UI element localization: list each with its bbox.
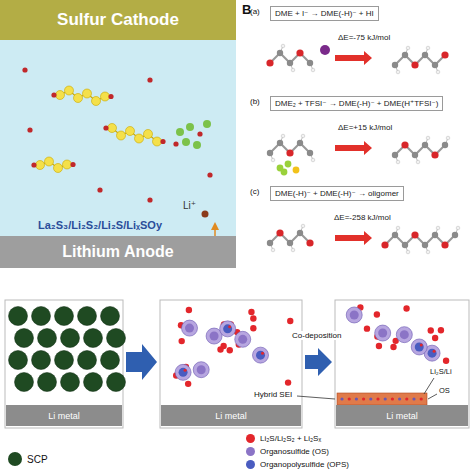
annotation: Li⁺ <box>183 200 196 212</box>
reaction-box: DME(-H)⁻ + DME(-H)⁻ → oligomer <box>270 186 404 201</box>
legend-row: SCP <box>8 452 48 466</box>
legend-row: Organosulfide (OS) <box>246 447 329 456</box>
band-label: Sulfur Cathode <box>57 10 179 30</box>
molecule-group <box>266 44 459 254</box>
band-label: Li metal <box>48 411 80 421</box>
panel-letter: B <box>242 3 251 18</box>
annotation: OS <box>439 387 450 396</box>
hybrid-sei-layer <box>337 393 427 405</box>
panel-frame <box>335 300 469 428</box>
energy-label: (c) <box>250 187 259 196</box>
leader-line <box>428 394 437 399</box>
electrolyte <box>0 0 236 268</box>
particle-group <box>9 67 450 400</box>
reaction-equation: DME + I⁻ → DME(-H)⁻ + HI <box>275 9 374 18</box>
annotation: Li₂S/Li <box>430 368 452 377</box>
anode-band: Lithium Anode <box>0 236 236 268</box>
reaction-box: DME₂ + TFSI⁻ → DME(-H)⁻ + DME(H⁺TFSI⁻) <box>270 96 443 111</box>
legend-swatch <box>246 460 255 469</box>
energy-label: (a) <box>250 7 260 16</box>
annotation: La₂S₃/Li₂S₂/Li₂S/LiₓSOy <box>38 219 162 232</box>
annotation: Hybrid SEI <box>252 390 294 399</box>
reaction-box: DME + I⁻ → DME(-H)⁻ + HI <box>270 6 379 21</box>
energy-label: ΔE=-258 kJ/mol <box>334 213 391 222</box>
band-label: Li metal <box>386 411 418 421</box>
legend-swatch <box>8 452 22 466</box>
legend-text: Organopolysulfide (OPS) <box>260 460 349 469</box>
leader-line <box>297 396 335 399</box>
li-metal-bar: Li metal <box>161 405 301 426</box>
li-metal-bar: Li metal <box>6 405 122 426</box>
legend-swatch <box>246 447 255 456</box>
cathode-band: Sulfur Cathode <box>0 0 236 40</box>
band-label: Lithium Anode <box>62 243 173 261</box>
arrowhead <box>211 222 219 230</box>
energy-label: ΔE=-75 kJ/mol <box>338 33 390 42</box>
leader-line <box>424 378 434 394</box>
reaction-equation: DME(-H)⁻ + DME(-H)⁻ → oligomer <box>275 189 399 198</box>
legend-text: Li₂S/Li₂S₂ + Li₂Sₓ <box>260 434 321 443</box>
energy-label: ΔE=+15 kJ/mol <box>338 123 392 132</box>
energy-label: (b) <box>250 97 260 106</box>
legend-text: Organosulfide (OS) <box>260 447 329 456</box>
li-metal-bar: Li metal <box>336 405 468 426</box>
legend-row: Li₂S/Li₂S₂ + Li₂Sₓ <box>246 434 321 443</box>
process-arrow <box>126 344 157 380</box>
panel-frame <box>160 300 302 428</box>
reaction-equation: DME₂ + TFSI⁻ → DME(-H)⁻ + DME(H⁺TFSI⁻) <box>275 99 438 108</box>
process-arrow <box>305 348 332 376</box>
annotation: Co-deposition <box>290 331 343 340</box>
legend-swatch <box>246 434 255 443</box>
panel-frame <box>5 300 123 428</box>
legend-row: Organopolysulfide (OPS) <box>246 460 349 469</box>
legend-text: SCP <box>27 454 48 465</box>
band-label: Li metal <box>215 411 247 421</box>
